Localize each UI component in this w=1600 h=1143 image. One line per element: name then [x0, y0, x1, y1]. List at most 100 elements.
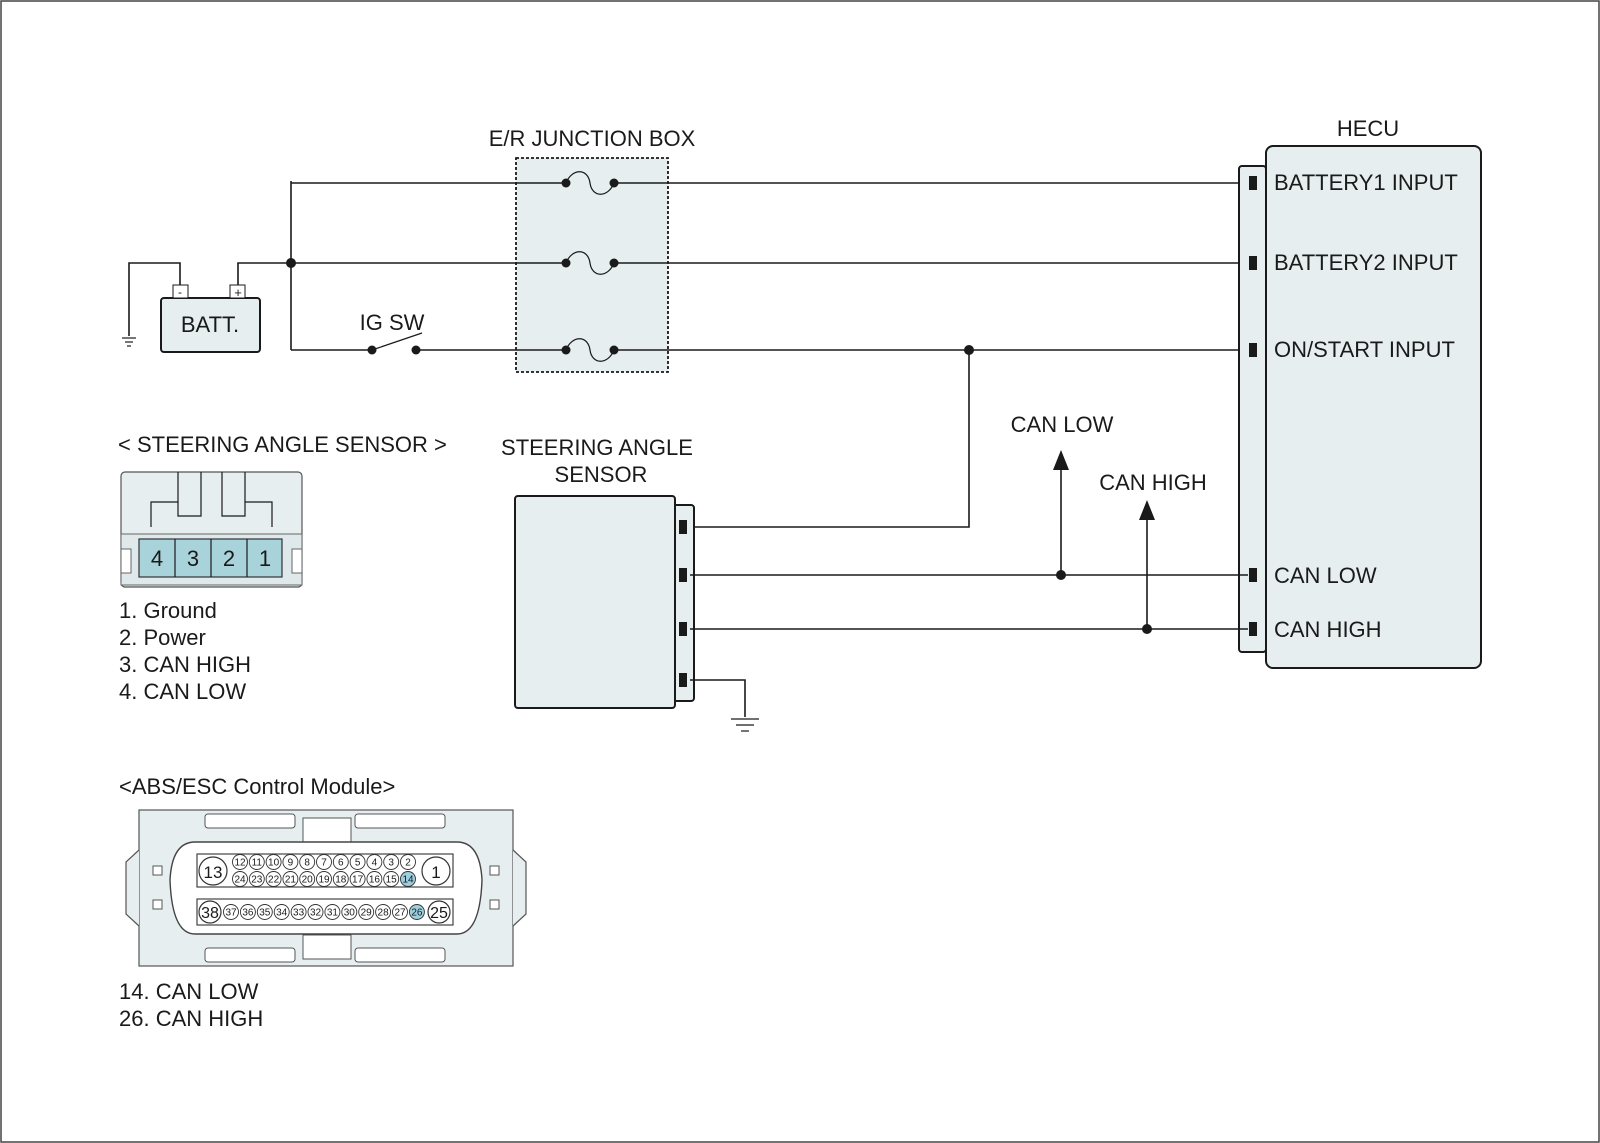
- abs-pin-8-label: 8: [304, 858, 310, 869]
- sas-legend-item: 2. Power: [119, 625, 206, 650]
- abs-pin-14-label: 14: [402, 875, 414, 886]
- sensor-box: [514, 495, 676, 709]
- sas-connector-title: < STEERING ANGLE SENSOR >: [118, 432, 447, 457]
- abs-pin-26: [408, 904, 425, 920]
- abs-pin-11-label: 11: [252, 858, 263, 869]
- junction-box-title: E/R JUNCTION BOX: [489, 126, 696, 151]
- abs-pin-6: [332, 854, 349, 870]
- abs-pin-21-label: 21: [285, 875, 297, 886]
- abs-pin-18: [332, 871, 349, 887]
- sensor-pin: [679, 568, 687, 582]
- abs-pin-19: [316, 871, 332, 887]
- abs-pin-5: [349, 854, 366, 870]
- abs-pin-34-label: 34: [276, 908, 288, 919]
- hecu-input-can-low: CAN LOW: [1274, 563, 1377, 588]
- abs-pin-12: [232, 854, 248, 870]
- abs-pin-3-label: 3: [388, 858, 394, 869]
- abs-pin-31: [324, 904, 341, 920]
- sensor-ground-icon: [731, 718, 759, 732]
- abs-pin-7-label: 7: [321, 858, 327, 869]
- abs-legend-item: 14. CAN LOW: [119, 979, 259, 1004]
- sas-pin-3: 3: [187, 546, 199, 571]
- abs-pin-17-label: 17: [352, 875, 364, 886]
- hecu-pin: [1249, 176, 1257, 190]
- abs-pin-22: [265, 871, 282, 887]
- can-high-arrow-label: CAN HIGH: [1099, 470, 1207, 495]
- battery-neg-label: -: [178, 285, 182, 299]
- abs-connector-title: <ABS/ESC Control Module>: [119, 774, 395, 799]
- hecu-pin: [1249, 622, 1257, 636]
- hecu-box: [1265, 145, 1482, 669]
- abs-pin-19-label: 19: [318, 875, 330, 886]
- abs-pin-26-label: 26: [411, 908, 423, 919]
- abs-pin-22-label: 22: [268, 875, 280, 886]
- can-low-arrow-icon: [1053, 450, 1069, 470]
- abs-pin-34: [273, 904, 290, 920]
- abs-pin-28: [375, 904, 392, 920]
- abs-legend-item: 26. CAN HIGH: [119, 1006, 263, 1031]
- abs-pin-37: [223, 904, 239, 920]
- sas-pin-2: 2: [223, 546, 235, 571]
- abs-pin-24-label: 24: [234, 875, 246, 886]
- abs-pin-32: [307, 904, 324, 920]
- abs-pin-21: [282, 871, 299, 887]
- hecu-input-battery1: BATTERY1 INPUT: [1274, 170, 1458, 195]
- sensor-pin: [679, 520, 687, 534]
- abs-pin-10: [265, 854, 282, 870]
- abs-pin-37-label: 37: [225, 908, 237, 919]
- abs-pin-38: [198, 900, 222, 924]
- abs-pin-32-label: 32: [310, 908, 322, 919]
- abs-pin-11: [248, 854, 265, 870]
- abs-pin-18-label: 18: [335, 875, 347, 886]
- abs-pin-38-label: 38: [201, 905, 219, 922]
- abs-pin-4: [366, 854, 383, 870]
- abs-pin-30: [341, 904, 358, 920]
- hecu-pin: [1249, 256, 1257, 270]
- abs-pin-17: [349, 871, 366, 887]
- abs-pin-35-label: 35: [259, 908, 271, 919]
- battery-label: BATT.: [181, 312, 239, 337]
- abs-pin-36: [239, 904, 256, 920]
- sensor-pin: [679, 622, 687, 636]
- can-high-arrow-icon: [1139, 500, 1155, 520]
- abs-pin-23-label: 23: [251, 875, 263, 886]
- hecu-pin: [1249, 568, 1257, 582]
- abs-pin-20-label: 20: [302, 875, 314, 886]
- abs-pin-31-label: 31: [327, 908, 339, 919]
- abs-pin-33-label: 33: [293, 908, 305, 919]
- abs-pin-13-label: 13: [204, 863, 223, 882]
- abs-pin-30-label: 30: [344, 908, 356, 919]
- abs-pin-29-label: 29: [361, 908, 373, 919]
- battery-pos-label: +: [234, 285, 242, 300]
- abs-pin-6-label: 6: [338, 858, 344, 869]
- abs-pin-12-label: 12: [234, 858, 246, 869]
- abs-pin-9: [282, 854, 299, 870]
- battery-ground-icon: [122, 337, 136, 347]
- abs-pin-27: [392, 904, 408, 920]
- sensor-title-line1: STEERING ANGLE: [501, 435, 693, 460]
- abs-pin-25: [427, 900, 451, 924]
- abs-pin-2: [400, 854, 416, 870]
- abs-pin-14: [400, 871, 416, 887]
- abs-pin-27-label: 27: [394, 908, 406, 919]
- abs-pin-35: [256, 904, 273, 920]
- sas-connector: [120, 471, 303, 588]
- abs-pin-33: [290, 904, 307, 920]
- sensor-title-line2: SENSOR: [555, 462, 648, 487]
- hecu-title: HECU: [1337, 116, 1399, 141]
- sas-pin-1: 1: [259, 546, 271, 571]
- abs-connector: [125, 809, 527, 967]
- abs-pin-13: [198, 856, 228, 886]
- abs-pin-2-label: 2: [405, 858, 411, 869]
- abs-pin-1: [421, 856, 451, 886]
- abs-pin-5-label: 5: [355, 858, 361, 869]
- abs-pin-20: [299, 871, 316, 887]
- sensor-pin: [679, 673, 687, 687]
- hecu-input-on-start: ON/START INPUT: [1274, 337, 1455, 362]
- junction-box: [515, 157, 669, 373]
- ig-switch-label: IG SW: [360, 310, 425, 335]
- abs-pin-29: [358, 904, 375, 920]
- abs-pin-3: [383, 854, 400, 870]
